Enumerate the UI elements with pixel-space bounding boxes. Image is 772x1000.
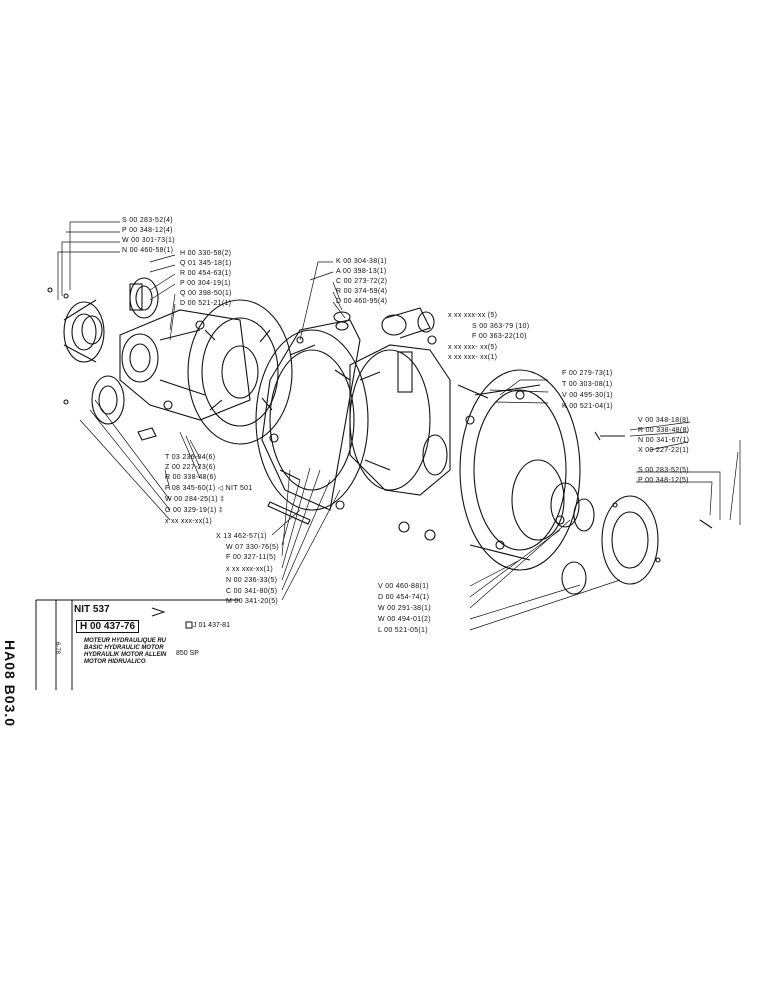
part-label: X 00 227-22(1) [638, 447, 689, 454]
fastener-drawing [137, 427, 157, 441]
part-label: S 00 363-79 (10) [472, 323, 530, 330]
part-label: x xx xxx-xx(1) [226, 566, 273, 573]
part-label: T 03 236-04(6) [165, 454, 216, 461]
part-label: D 00 460-95(4) [336, 298, 388, 305]
rear-housing-drawing [459, 369, 581, 571]
model-number: 850 SP [176, 650, 199, 657]
rotor-drawing [349, 344, 451, 496]
description-fr: MOTEUR HYDRAULIQUE RU [84, 638, 166, 644]
part-label: V 00 495-30(1) [562, 392, 613, 399]
motor-housing-drawing [255, 319, 369, 511]
plug-drawing [333, 311, 351, 331]
part-label: K 00 304-38(1) [336, 258, 387, 265]
part-label: D 00 454-74(1) [378, 594, 430, 601]
cam-ring-drawing [187, 299, 293, 445]
part-label: S 00 283-52(5) [638, 467, 689, 474]
part-label: W 00 301-73(1) [122, 237, 175, 244]
reference-nit: NIT 537 [74, 604, 110, 615]
part-label: W 07 330-76(5) [226, 544, 279, 551]
part-label: H 00 330-58(2) [180, 250, 232, 257]
part-label: N 00 341-67(1) [638, 437, 690, 444]
part-label: x xx xxx- xx(1) [448, 354, 498, 361]
part-label: D 00 521-21(1) [180, 300, 232, 307]
part-label: F 00 279-73(1) [562, 370, 613, 377]
part-label: F 08 345-60(1) ◁ NIT 501 [165, 485, 253, 492]
part-label: x xx xxx- xx(5) [448, 344, 498, 351]
part-label: W 00 284-25(1) ‡ [165, 496, 225, 503]
description-en: BASIC HYDRAULIC MOTOR [84, 645, 164, 651]
part-label: X 13 462-57(1) [216, 533, 267, 540]
valve-spool-drawing [381, 307, 437, 345]
part-label: P 00 304-19(1) [180, 280, 231, 287]
bolt-drawing [267, 384, 713, 529]
part-label: P 00 348-12(4) [122, 227, 173, 234]
part-label: A 00 398-13(1) [336, 268, 387, 275]
small-washer-drawing [398, 521, 436, 541]
part-label: R 00 454-63(1) [180, 270, 232, 277]
bearing-housing-drawing [119, 309, 251, 421]
left-ring-drawing [91, 375, 125, 425]
part-label: x xx xxx-xx (5) [448, 312, 498, 319]
description-de: HYDRAULIK MOTOR ALLEIN [84, 652, 167, 658]
part-label: W 00 291-38(1) [378, 605, 431, 612]
part-label: x xx xxx-xx(1) [165, 518, 212, 525]
part-label: W 00 494-01(2) [378, 616, 431, 623]
part-label: T 00 303-08(1) [562, 381, 613, 388]
bearing-cup-drawing [129, 277, 159, 319]
part-label: C 00 341-80(5) [226, 588, 278, 595]
part-label: N 00 460-58(1) [122, 247, 174, 254]
part-label: G 00 329-19(1) ‡ [165, 507, 224, 514]
right-end-flange-drawing [601, 495, 661, 585]
description-it: MOTOR HIDRUALICO [84, 659, 146, 665]
sub-part-number: J 01 437-81 [193, 622, 230, 629]
part-label: V 00 348-18(8) [638, 417, 689, 424]
part-label: P 00 348-12(5) [638, 477, 689, 484]
part-label: C 00 273-72(2) [336, 278, 388, 285]
part-label: Q 00 398-50(1) [180, 290, 232, 297]
part-label: V 00 460-88(1) [378, 583, 429, 590]
part-label: L 00 521-05(1) [378, 627, 428, 634]
left-end-cap-drawing [47, 287, 105, 405]
part-label: M 00 341-20(5) [226, 598, 279, 605]
part-label: Q 01 345-18(1) [180, 260, 232, 267]
assembly-part-number: H 00 437-76 [76, 620, 140, 633]
o-ring-drawing [561, 561, 587, 595]
part-label: R 00 374-59(4) [336, 288, 388, 295]
part-label: F 00 327-11(5) [226, 554, 276, 561]
part-label: R 00 338-48(8) [638, 427, 690, 434]
part-label: F 00 363-22(10) [472, 333, 527, 340]
part-label: S 00 283-52(4) [122, 217, 173, 224]
part-label: Z 00 227-23(6) [165, 464, 216, 471]
part-label: R 00 338-48(6) [165, 474, 217, 481]
part-label: N 00 236-33(5) [226, 577, 278, 584]
part-label: K 00 521-04(1) [562, 403, 613, 410]
shaft-seal-drawing [550, 482, 595, 532]
